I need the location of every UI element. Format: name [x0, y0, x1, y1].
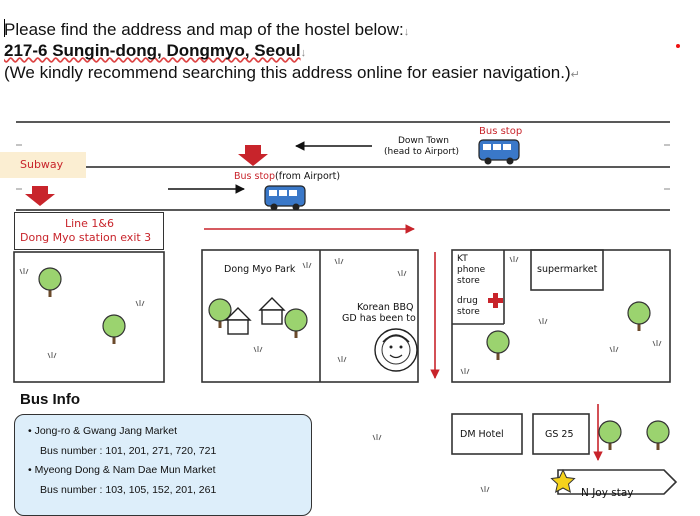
arrow-icon [238, 145, 268, 166]
tree-icon [486, 330, 510, 361]
document-line-1-text: Please find the address and map of the h… [4, 20, 404, 39]
document-line-2[interactable]: 217-6 Sungin-dong, Dongmyo, Seoul↓ [4, 41, 306, 63]
hostel-map [13, 121, 678, 495]
face-icon [374, 328, 418, 372]
bus-icon [478, 139, 520, 166]
bus-info-title: Bus Info [20, 391, 80, 408]
station-line: Line 1&6 [65, 217, 114, 230]
bus-route-1-numbers: Bus number : 101, 201, 271, 720, 721 [40, 445, 217, 457]
bus-stop-label: Bus stop [479, 126, 523, 137]
bus-stop-airport-label: Bus stop(from Airport) [234, 171, 340, 182]
kt-label: KT [457, 254, 468, 264]
document-line-3[interactable]: (We kindly recommend searching this addr… [4, 63, 580, 85]
tree-icon [38, 267, 62, 298]
bus-route-1: • Jong-ro & Gwang Jang Market [28, 425, 177, 437]
gs25-label: GS 25 [545, 429, 574, 440]
kt-label-line2: phone [457, 265, 486, 275]
subway-tag [0, 152, 86, 178]
kt-label-line3: store [457, 276, 480, 286]
bus-stop-airport-suffix: (from Airport) [275, 171, 341, 182]
korean-bbq-sublabel: GD has been to [342, 313, 416, 324]
down-town-label: Down Town [398, 136, 449, 146]
supermarket-label: supermarket [537, 264, 598, 275]
block-outline [201, 249, 419, 383]
bullet: • [28, 425, 35, 437]
document-line-3-text: (We kindly recommend searching this addr… [4, 63, 571, 82]
tree-icon [284, 308, 308, 339]
red-dot-marker [676, 44, 680, 48]
dm-hotel-label: DM Hotel [460, 429, 504, 440]
bus-info-panel [14, 414, 312, 516]
bus-route-2: • Myeong Dong & Nam Dae Mun Market [28, 464, 216, 476]
drug-store-label-line2: store [457, 307, 480, 317]
block-outline [13, 251, 165, 383]
line-break-mark: ↓ [403, 26, 410, 38]
dong-myo-park-label: Dong Myo Park [224, 264, 296, 275]
cross-icon [488, 293, 503, 308]
korean-bbq-label: Korean BBQ [357, 302, 414, 313]
tree-icon [598, 420, 622, 451]
paragraph-mark: ↵ [570, 69, 580, 81]
hostel-marker [550, 468, 678, 495]
text-cursor [4, 19, 5, 37]
bus-route-2-name: Myeong Dong & Nam Dae Mun Market [34, 464, 216, 476]
tree-icon [102, 314, 126, 345]
bus-stop-airport-prefix: Bus stop [234, 171, 276, 182]
tree-icon [627, 301, 651, 332]
house-icon [259, 297, 285, 325]
drug-store-label: drug [457, 296, 478, 306]
line-break-mark: ↓ [300, 47, 307, 59]
down-town-sublabel: (head to Airport) [384, 147, 460, 157]
arrow-icon [25, 186, 55, 206]
subway-label: Subway [20, 158, 64, 171]
tree-icon [646, 420, 670, 451]
bullet: • [28, 464, 35, 476]
hostel-label: N Joy stay [581, 487, 634, 499]
hostel-address: 217-6 Sungin-dong, Dongmyo, Seoul [4, 41, 301, 60]
star-icon [550, 468, 576, 493]
station-exit: Dong Myo station exit 3 [20, 231, 152, 244]
bus-route-1-name: Jong-ro & Gwang Jang Market [34, 425, 177, 437]
document-line-1[interactable]: Please find the address and map of the h… [4, 20, 409, 42]
station-box [14, 212, 164, 250]
bus-route-2-numbers: Bus number : 103, 105, 152, 201, 261 [40, 484, 217, 496]
bus-icon [264, 185, 306, 212]
